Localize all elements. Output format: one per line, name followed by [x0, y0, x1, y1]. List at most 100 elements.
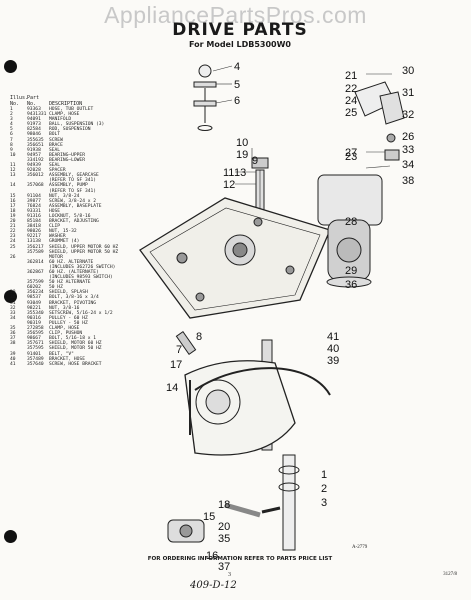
- callout-number: 8: [196, 331, 202, 343]
- illus-number: 18: [10, 208, 16, 214]
- drawing-code: A-2779: [352, 545, 368, 550]
- binder-hole: [4, 290, 17, 303]
- parts-row: 60202 50 HZ: [10, 285, 170, 290]
- part-number: 362867: [27, 270, 44, 275]
- illus-number: 11: [10, 163, 16, 169]
- callout-number: 7: [176, 344, 182, 356]
- parts-row: (REFER TO SF 341): [10, 178, 170, 183]
- part-description: MANIFOLD: [49, 117, 72, 123]
- part-description: LOCKNUT, 5/8-16: [49, 213, 91, 219]
- illus-number: 30: [10, 295, 16, 301]
- part-number: 39877: [27, 198, 41, 204]
- part-description: 60 HZ. ALTERNATE: [49, 259, 94, 265]
- part-description: SCREW, HOSE BRACKET: [49, 361, 102, 367]
- part-description: 50 HZ: [49, 285, 63, 291]
- illus-number: 31: [10, 300, 16, 306]
- model-subtitle: For Model LDB5300W0: [189, 40, 291, 49]
- part-number: 356651: [27, 142, 44, 148]
- part-number: 91938: [27, 147, 41, 153]
- callout-number: 33: [402, 144, 414, 156]
- illus-number: 4: [10, 122, 13, 128]
- part-description: NUT, 3/8-24: [49, 193, 80, 199]
- illus-number: 14: [10, 183, 16, 189]
- illus-number: 8: [10, 142, 13, 148]
- illus-number: 38: [10, 341, 16, 347]
- parts-row: (REFER TO SF 341): [10, 189, 170, 194]
- part-number: 76824: [27, 203, 41, 209]
- watermark-text: AppliancePartsPros.com: [104, 2, 367, 28]
- illus-number: 29: [10, 290, 16, 296]
- part-number: 355340: [27, 310, 44, 316]
- callout-number: 2: [321, 483, 327, 495]
- part-description: ROD, SUSPENSION: [49, 127, 91, 133]
- part-number: 13138: [27, 239, 41, 245]
- illus-number: 36: [10, 331, 16, 337]
- part-description: BALL, SUSPENSION (3): [49, 122, 105, 128]
- part-description: ASSEMBLY, PUMP: [49, 183, 88, 189]
- illus-number: 20: [10, 219, 16, 225]
- part-number: 98221: [27, 305, 41, 311]
- part-description: (REFER TO SF 341): [49, 188, 97, 194]
- part-number: 85184: [27, 219, 41, 225]
- part-description: SHIELD, UPPER MOTOR 50 HZ: [49, 249, 119, 255]
- part-number: 90316: [27, 315, 41, 321]
- callout-number: 13: [234, 167, 246, 179]
- part-description: BRACKET, PIVOTING: [49, 300, 97, 306]
- part-number: 82584: [27, 127, 41, 133]
- callout-number: 18: [218, 499, 230, 511]
- parts-row: 19 91316 LOCKNUT, 5/8-16: [10, 214, 170, 219]
- part-description: MOTOR: [49, 254, 63, 260]
- illus-number: 6: [10, 132, 13, 138]
- illus-number: 22: [10, 229, 16, 235]
- part-number: 94957: [27, 152, 41, 158]
- illus-number: 37: [10, 336, 16, 342]
- illus-number: 41: [10, 361, 16, 367]
- illus-number: 13: [10, 173, 16, 179]
- part-number: 93363: [27, 107, 41, 112]
- callout-number: 36: [345, 279, 357, 291]
- illus-number: 12: [10, 168, 16, 174]
- part-number: 60202: [27, 285, 41, 291]
- part-number: 91973: [27, 122, 41, 128]
- part-description: CLAMP, HOSE: [49, 326, 80, 332]
- part-number: 98026: [27, 229, 41, 235]
- callout-number: 26: [402, 131, 414, 143]
- part-number: 9431331: [27, 112, 47, 118]
- callout-number: 15: [203, 511, 215, 523]
- part-number: 357599: [27, 280, 44, 286]
- illus-number: 35: [10, 326, 16, 332]
- callout-number: 21: [345, 70, 357, 82]
- parts-row: 4 91973 BALL, SUSPENSION (3): [10, 122, 170, 127]
- part-number: 91316: [27, 213, 41, 219]
- parts-row: (INCLUDES 98593 SWITCH): [10, 275, 170, 280]
- callout-number: 4: [234, 61, 240, 73]
- illus-number: 23: [10, 234, 16, 240]
- callout-number: 6: [234, 95, 240, 107]
- illus-number: 19: [10, 213, 16, 219]
- illus-number: 25: [10, 244, 16, 250]
- callout-number: 30: [402, 65, 414, 77]
- callout-number: 38: [402, 175, 414, 187]
- callout-number: 23: [345, 151, 357, 163]
- part-description: NUT, 15-32: [49, 229, 77, 235]
- callout-number: 24: [345, 95, 357, 107]
- binder-hole: [4, 60, 17, 73]
- callout-number: 16: [206, 550, 218, 562]
- part-description: SEAL: [49, 163, 61, 169]
- part-description: SHIELD, MOTOR 50 HZ: [49, 346, 102, 352]
